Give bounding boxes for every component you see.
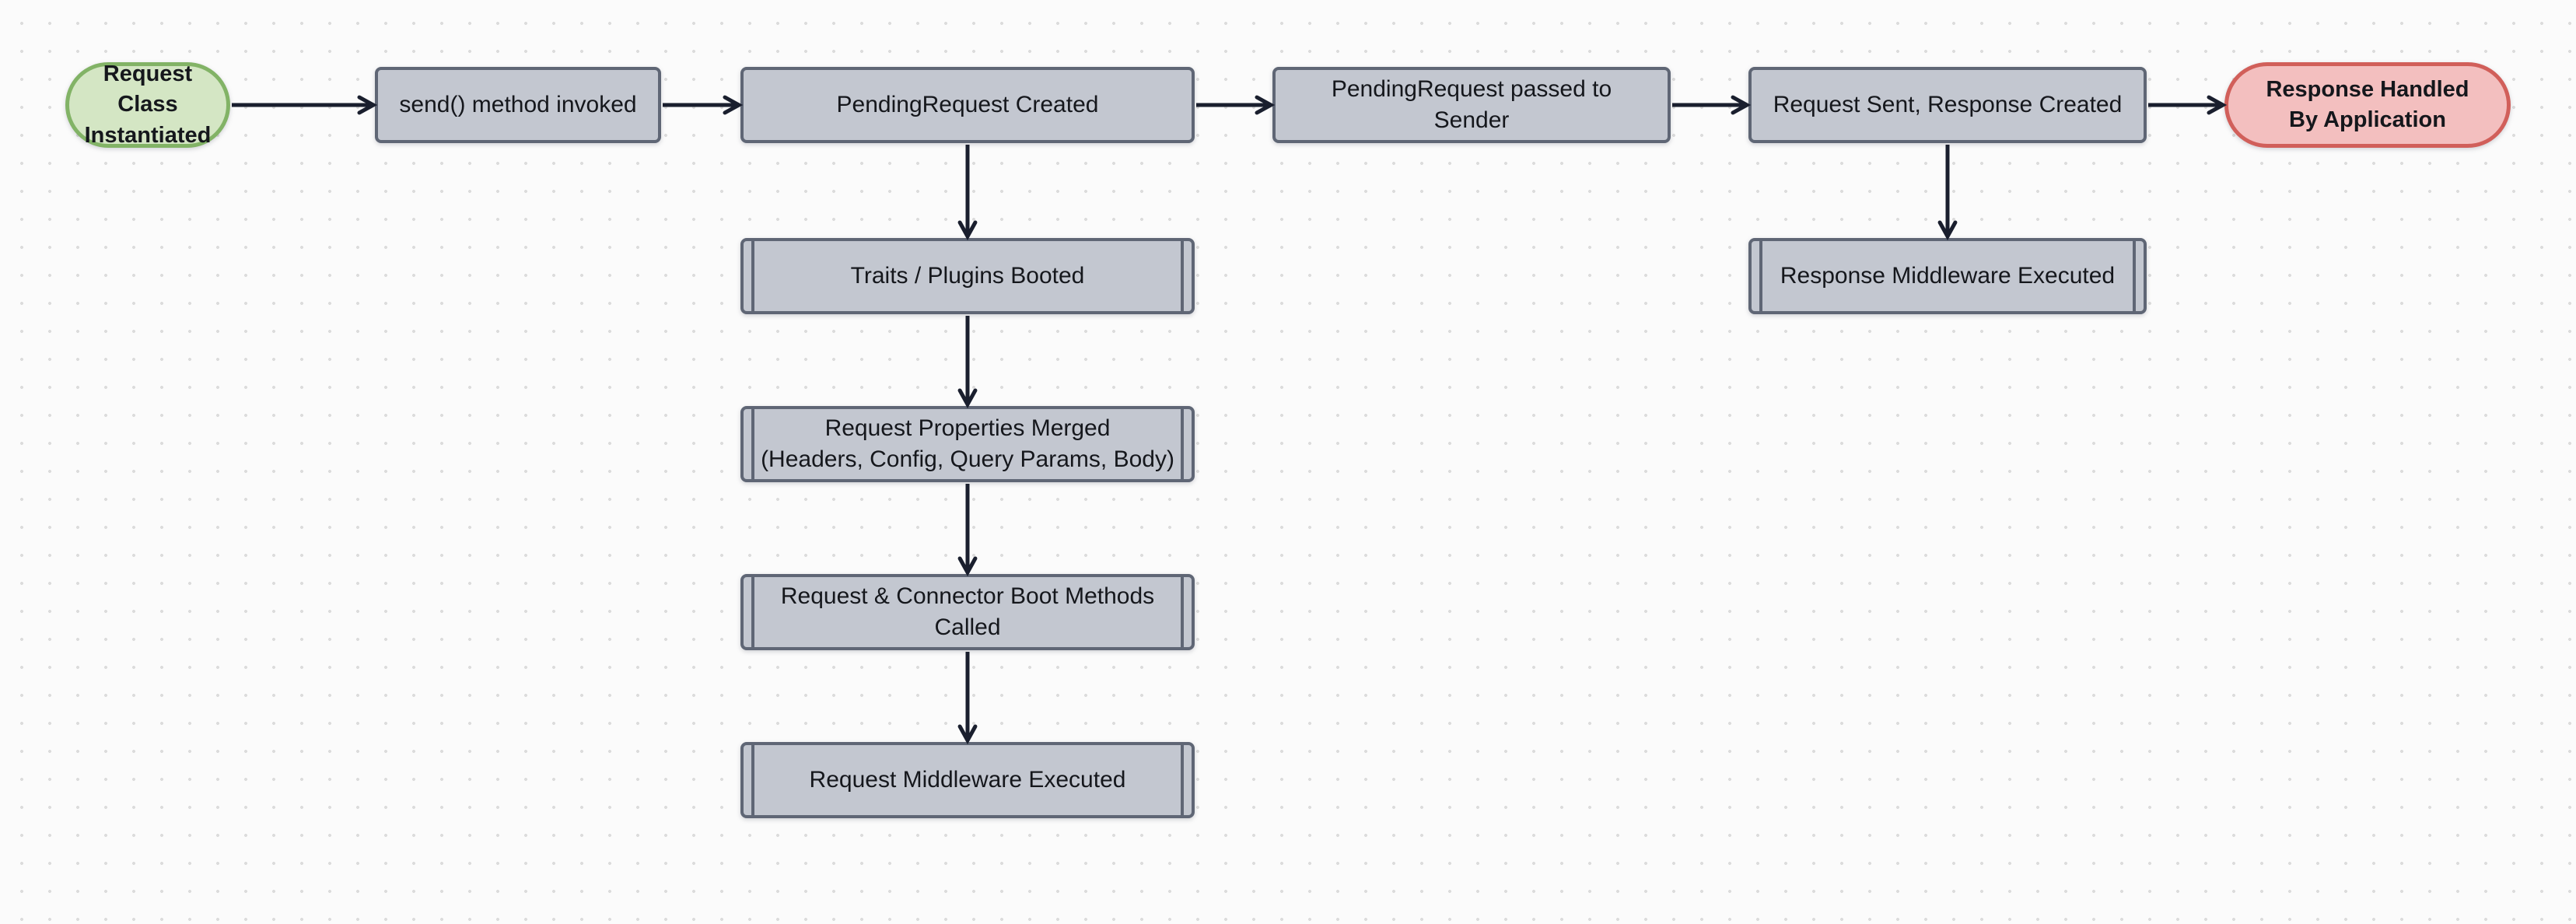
node-label: PendingRequest Created <box>836 91 1099 117</box>
node-label: Request & Connector Boot Methods Called <box>780 583 1155 641</box>
node-request-class-instantiated[interactable]: Request Class Instantiated <box>65 61 230 148</box>
node-label: send() method invoked <box>399 91 637 117</box>
node-label: Response Handled By Application <box>2266 76 2469 132</box>
connector-request-properties-merged-to-request-connector-boot-methods-called <box>952 482 983 577</box>
node-label: Response Middleware Executed <box>1780 262 2116 289</box>
node-request-sent-response-created[interactable]: Request Sent, Response Created <box>1748 67 2147 143</box>
connector-pendingrequest-passed-to-sender-to-request-sent-response-created <box>1671 89 1752 121</box>
node-request-properties-merged[interactable]: Request Properties Merged (Headers, Conf… <box>740 406 1195 482</box>
connector-request-sent-response-created-to-response-middleware-executed <box>1932 143 1963 241</box>
connector-request-class-instantiated-to-send-method-invoked <box>230 89 378 121</box>
node-label: PendingRequest passed to Sender <box>1331 75 1612 134</box>
node-request-connector-boot-methods-called[interactable]: Request & Connector Boot Methods Called <box>740 574 1195 650</box>
connector-send-method-invoked-to-pendingrequest-created <box>661 89 744 121</box>
connector-pendingrequest-created-to-traits-plugins-booted <box>952 143 983 241</box>
node-label: Traits / Plugins Booted <box>850 262 1085 289</box>
node-request-middleware-executed[interactable]: Request Middleware Executed <box>740 742 1195 818</box>
node-label: Request Sent, Response Created <box>1773 91 2123 117</box>
connector-traits-plugins-booted-to-request-properties-merged <box>952 314 983 409</box>
connector-request-sent-response-created-to-response-handled-by-application <box>2147 89 2228 121</box>
node-label: Request Properties Merged (Headers, Conf… <box>761 415 1174 473</box>
node-send-method-invoked[interactable]: send() method invoked <box>375 67 661 143</box>
node-label: Request Class Instantiated <box>84 61 212 148</box>
node-pendingrequest-created[interactable]: PendingRequest Created <box>740 67 1195 143</box>
node-response-handled-by-application[interactable]: Response Handled By Application <box>2224 62 2511 148</box>
node-traits-plugins-booted[interactable]: Traits / Plugins Booted <box>740 238 1195 314</box>
node-pendingrequest-passed-to-sender[interactable]: PendingRequest passed to Sender <box>1272 67 1671 143</box>
node-label: Request Middleware Executed <box>809 766 1126 793</box>
connector-pendingrequest-created-to-pendingrequest-passed-to-sender <box>1195 89 1276 121</box>
node-response-middleware-executed[interactable]: Response Middleware Executed <box>1748 238 2147 314</box>
connector-request-connector-boot-methods-called-to-request-middleware-executed <box>952 650 983 745</box>
